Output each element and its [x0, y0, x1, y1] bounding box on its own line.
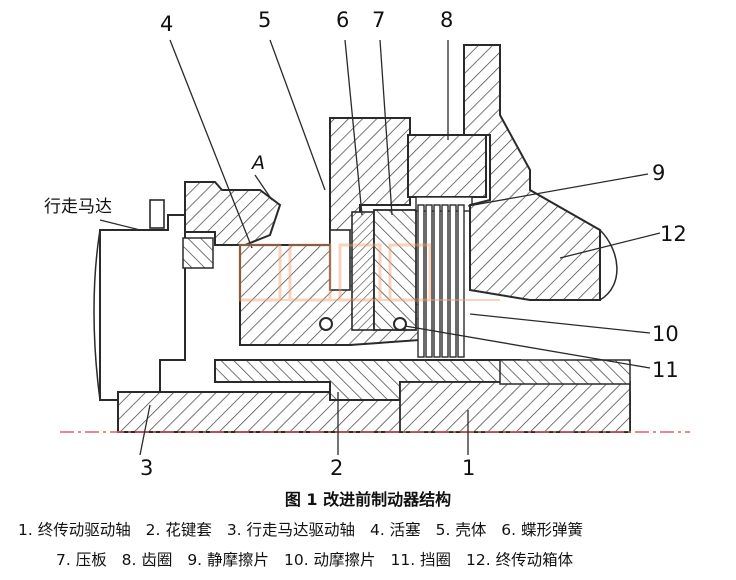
travel-motor-label: 行走马达	[44, 197, 112, 217]
final-drive-shaft	[399, 381, 631, 433]
brake-assembly-drawing	[60, 39, 690, 456]
callout-6: 6	[336, 8, 350, 32]
gear-ring	[407, 134, 487, 212]
callout-11: 11	[652, 358, 679, 382]
callout-12: 12	[660, 222, 687, 246]
friction-disc-stack	[417, 204, 465, 358]
legend-item-10: 10. 动摩擦片	[283, 551, 376, 569]
belleville-spring	[351, 211, 375, 331]
legend-item-3: 3. 行走马达驱动轴	[226, 521, 356, 539]
callout-2: 2	[330, 456, 344, 480]
watermark	[238, 243, 500, 302]
legend-item-4: 4. 活塞	[369, 521, 421, 539]
legend-line-1: 1. 终传动驱动轴 2. 花键套 3. 行走马达驱动轴 4. 活塞 5. 壳体 …	[18, 518, 730, 540]
legend-item-2: 2. 花键套	[145, 521, 212, 539]
legend-item-8: 8. 齿圈	[121, 551, 173, 569]
callout-7: 7	[372, 8, 386, 32]
leader-lines	[99, 39, 661, 456]
callout-1: 1	[462, 456, 476, 480]
retaining-ring-lower	[393, 317, 407, 331]
callout-9: 9	[652, 161, 666, 185]
view-a-marker: A	[252, 152, 265, 174]
legend-item-6: 6. 蝶形弹簧	[501, 521, 583, 539]
final-drive-case	[463, 44, 631, 385]
figure-caption: 图 1 改进前制动器结构	[284, 490, 452, 509]
legend-item-5: 5. 壳体	[435, 521, 487, 539]
pressure-plate	[373, 209, 417, 331]
retaining-ring-upper	[319, 317, 333, 331]
callout-8: 8	[440, 8, 454, 32]
legend-item-9: 9. 静摩擦片	[187, 551, 270, 569]
callout-5: 5	[258, 8, 272, 32]
legend-line-2: 7. 压板 8. 齿圈 9. 静摩擦片 10. 动摩擦片 11. 挡圈 12. …	[56, 548, 736, 570]
legend-item-11: 11. 挡圈	[390, 551, 452, 569]
callout-3: 3	[140, 456, 154, 480]
callout-10: 10	[652, 322, 679, 346]
legend-item-1: 1. 终传动驱动轴	[18, 521, 131, 539]
legend-item-7: 7. 压板	[56, 551, 107, 569]
callout-4: 4	[160, 12, 174, 36]
legend-item-12: 12. 终传动箱体	[466, 551, 574, 569]
